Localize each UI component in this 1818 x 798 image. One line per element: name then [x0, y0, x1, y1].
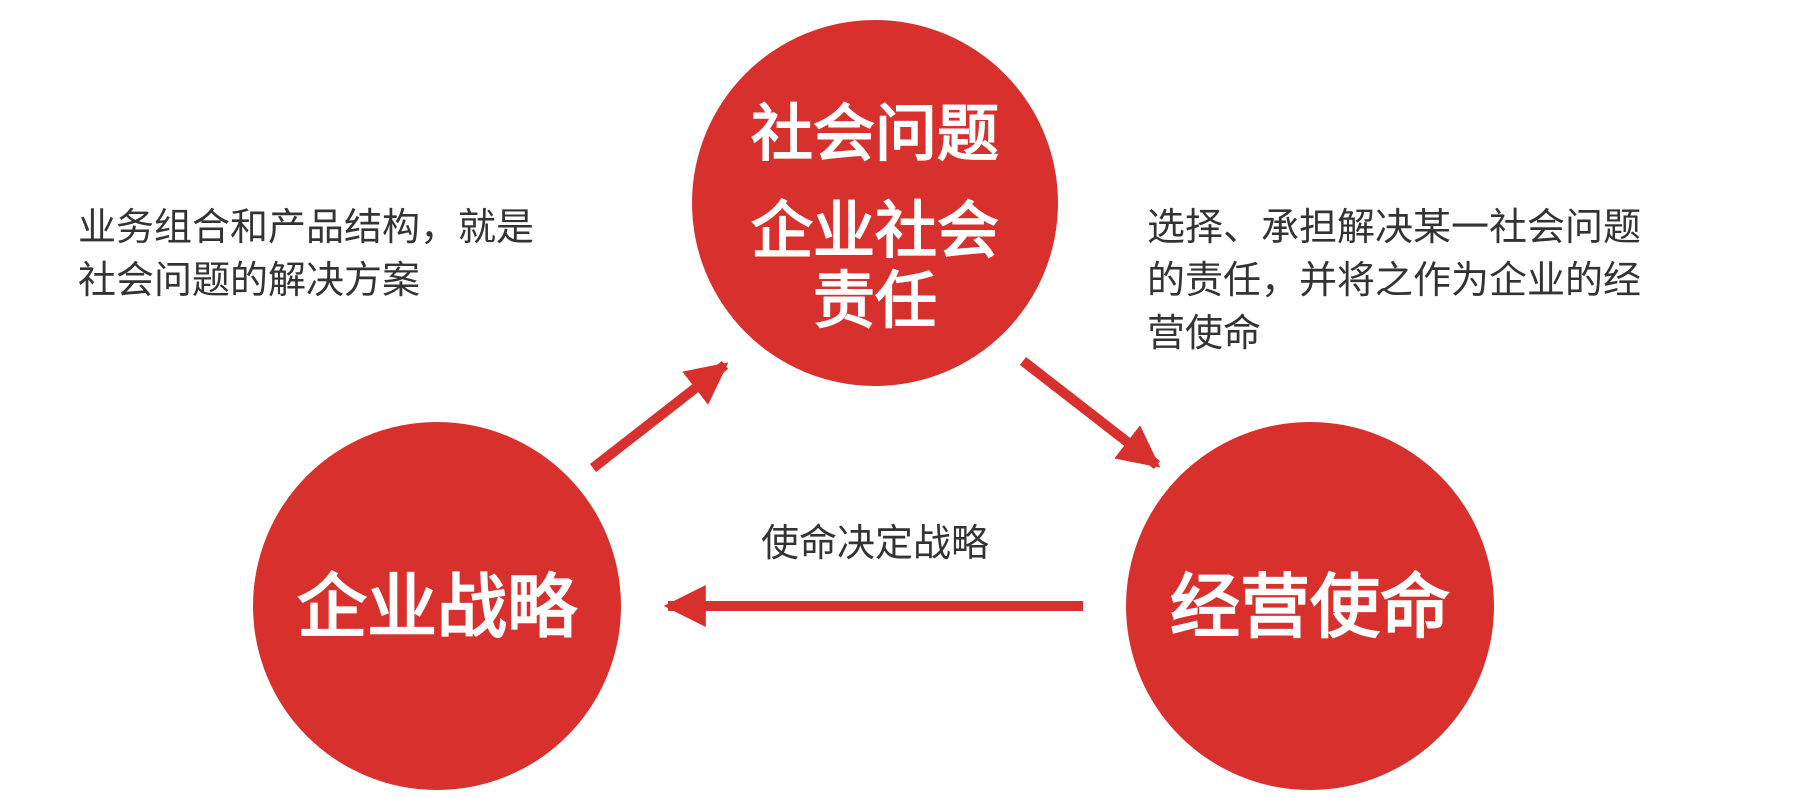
edge-label-right-line3: 营使命	[1147, 311, 1261, 355]
node-business-mission-circle	[1126, 422, 1494, 790]
node-social-responsibility-line2: 企业社会	[751, 194, 999, 267]
edge-label-left: 业务组合和产品结构，就是 社会问题的解决方案	[78, 205, 534, 302]
edge-label-right-line2: 的责任，并将之作为企业的经	[1147, 258, 1641, 302]
edge-label-bottom: 使命决定战略	[761, 521, 989, 565]
edge-label-right: 选择、承担解决某一社会问题 的责任，并将之作为企业的经 营使命	[1147, 205, 1641, 355]
node-business-mission-title: 经营使命	[1170, 566, 1450, 648]
node-social-responsibility-line1: 社会问题	[751, 97, 999, 170]
node-business-mission: 经营使命	[1126, 422, 1494, 790]
node-social-responsibility-line3: 责任	[813, 264, 937, 337]
edge-label-right-line1: 选择、承担解决某一社会问题	[1147, 205, 1641, 249]
node-corporate-strategy: 企业战略	[253, 422, 621, 790]
node-corporate-strategy-circle	[253, 422, 621, 790]
node-social-responsibility-circle	[692, 20, 1058, 386]
node-social-responsibility: 社会问题 企业社会 责任	[692, 20, 1058, 386]
edge-label-left-line1: 业务组合和产品结构，就是	[78, 205, 534, 249]
arrow-social-to-mission	[1019, 357, 1161, 469]
node-corporate-strategy-title: 企业战略	[297, 566, 578, 648]
arrow-strategy-to-social	[589, 361, 729, 472]
edge-label-left-line2: 社会问题的解决方案	[78, 258, 420, 302]
